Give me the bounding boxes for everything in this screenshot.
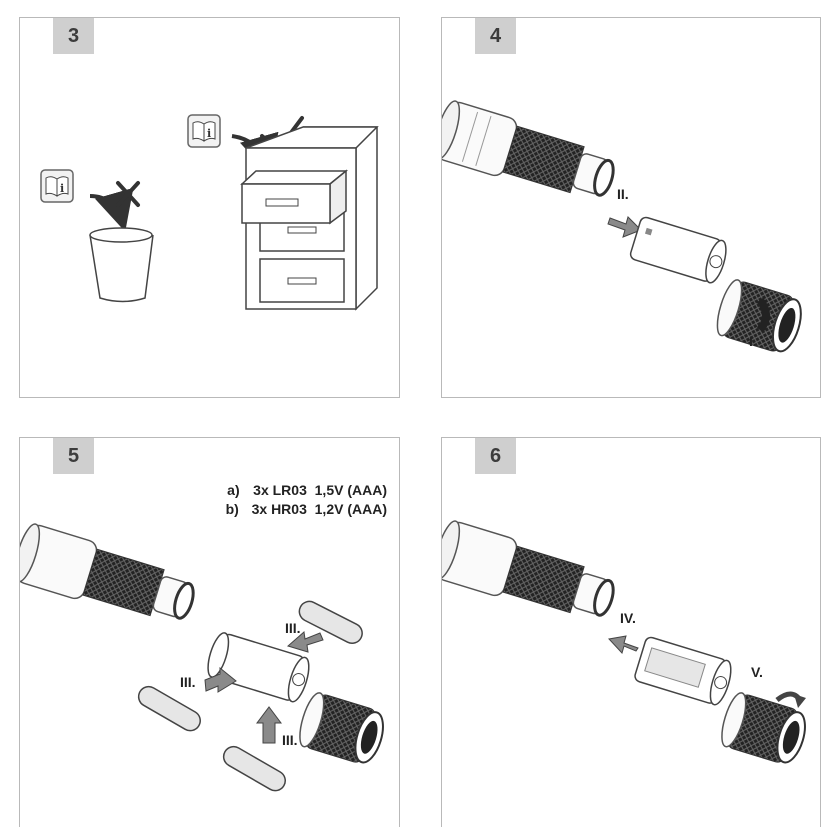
step-4-illustration: II. I. [442,18,821,398]
step-label: IV. [620,610,636,626]
aaa-battery-icon [135,683,204,734]
svg-text:i: i [60,182,64,195]
flashlight-icon [442,519,620,629]
flashlight-icon [20,522,200,632]
step-label: III. [285,620,301,636]
step-4-panel: 4 II. [441,17,821,398]
cross-mark-icon [118,183,138,205]
manual-book-icon: i [41,170,73,202]
step-6-illustration: IV. V. [442,438,821,827]
trash-bin-icon [90,228,153,302]
battery-carrier-icon [629,216,730,285]
step-3-illustration: i i [20,18,400,398]
step-5-illustration: III. III. III. [20,438,400,827]
aaa-battery-icon [220,743,289,794]
svg-text:i: i [207,127,211,140]
step-label: V. [751,664,763,680]
arrow-icon [609,636,638,653]
step-3-panel: 3 i i [19,17,400,398]
step-6-panel: 6 IV. [441,437,821,827]
step-label: I. [749,333,757,349]
flashlight-icon [442,99,620,209]
arrow-icon [90,196,123,224]
step-label: III. [180,674,196,690]
step-label: III. [282,732,298,748]
step-label: II. [617,186,629,202]
manual-book-icon: i [188,115,220,147]
end-cap-icon [295,690,389,767]
filing-cabinet-icon [242,127,377,309]
step-5-panel: 5 a)3x LR03 1,5V (AAA) b)3x HR03 1,2V (A… [19,437,400,827]
battery-carrier-icon [634,636,735,707]
arrow-icon [257,707,281,743]
end-cap-icon [712,277,806,356]
